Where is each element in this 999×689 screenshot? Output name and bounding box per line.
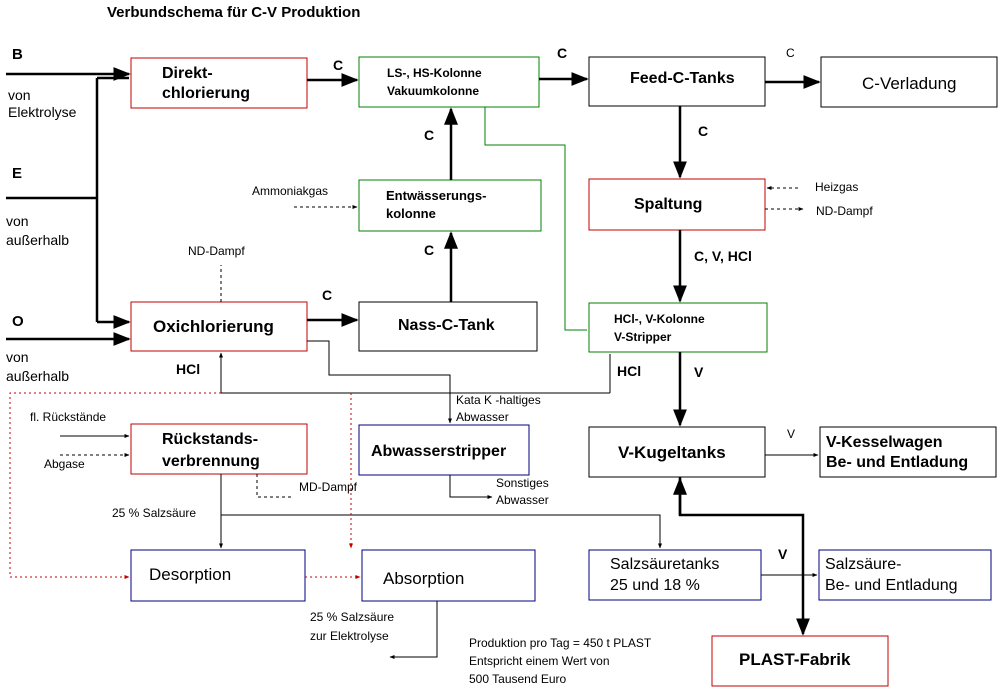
- label-v-2: V: [787, 427, 795, 441]
- box-v-kugeltanks: V-Kugeltanks: [588, 426, 766, 478]
- label-abgase: Abgase: [44, 457, 85, 471]
- box-hcl-v-kolonne-line1: HCl-, V-Kolonne: [614, 312, 705, 326]
- box-salzsaeure-entladung-line1: Salzsäure-: [825, 556, 901, 573]
- flow-sonstiges-abwasser: [449, 475, 493, 499]
- label-md-dampf: MD-Dampf: [299, 480, 358, 494]
- box-salzsaeure-entladung: Salzsäure- Be- und Entladung: [818, 549, 992, 601]
- box-salzsaeuretanks-line1: Salzsäuretanks: [610, 556, 719, 573]
- box-hcl-v-kolonne-line2: V-Stripper: [614, 330, 672, 344]
- flow-hcl-return-to-oxi: [219, 352, 610, 394]
- box-salzsaeuretanks: Salzsäuretanks 25 und 18 %: [588, 549, 762, 601]
- label-c-4: C: [698, 123, 708, 139]
- box-hcl-v-kolonne: HCl-, V-Kolonne V-Stripper: [588, 302, 768, 353]
- label-sonstiges-line2: Abwasser: [496, 493, 549, 507]
- box-rueckstandsverbrennung-line1: Rückstands-: [162, 431, 258, 448]
- box-c-verladung-label: C-Verladung: [862, 74, 957, 93]
- input-b-line1: von: [8, 87, 31, 103]
- label-c-1: C: [333, 57, 343, 73]
- box-nass-c-tank-label: Nass-C-Tank: [398, 317, 495, 334]
- box-oxichlorierung-label: Oxichlorierung: [153, 317, 274, 336]
- label-nd-dampf-top: ND-Dampf: [188, 244, 245, 258]
- input-e-line1: von: [6, 213, 29, 229]
- production-note-line2: Entspricht einem Wert von: [469, 654, 610, 668]
- box-v-kesselwagen-line1: V-Kesselwagen: [826, 434, 943, 451]
- box-c-verladung: C-Verladung: [820, 56, 998, 108]
- label-nd-dampf-right: ND-Dampf: [816, 204, 873, 218]
- box-absorption: Absorption: [361, 549, 536, 602]
- box-ls-hs-kolonne-line2: Vakuumkolonne: [387, 84, 479, 98]
- box-entwaesserungskolonne-line2: kolonne: [386, 206, 436, 221]
- box-ls-hs-kolonne-line1: LS-, HS-Kolonne: [387, 66, 482, 80]
- flow-green-ls-to-hcl: [484, 107, 587, 331]
- box-rueckstandsverbrennung: Rückstands- verbrennung: [130, 423, 308, 475]
- input-o-letter: O: [12, 313, 24, 330]
- box-v-kesselwagen-line2: Be- und Entladung: [826, 454, 968, 471]
- label-sonstiges-line1: Sonstiges: [496, 476, 549, 490]
- label-c-7: C: [322, 287, 332, 303]
- input-flows: [6, 67, 131, 346]
- box-abwasserstripper: Abwasserstripper: [358, 424, 530, 476]
- label-fl-rueckstaende: fl. Rückstände: [30, 410, 106, 424]
- label-heizgas: Heizgas: [815, 180, 858, 194]
- input-e-letter: E: [12, 165, 22, 182]
- box-entwaesserungskolonne: Entwässerungs- kolonne: [358, 179, 542, 232]
- label-hcl-left: HCl: [176, 361, 200, 377]
- input-b-line2: Elektrolyse: [8, 104, 77, 120]
- label-ammoniakgas: Ammoniakgas: [252, 184, 328, 198]
- label-c-2: C: [557, 45, 567, 61]
- label-salzsaeure-elektrolyse-line1: 25 % Salzsäure: [310, 610, 394, 624]
- box-nass-c-tank: Nass-C-Tank: [358, 301, 538, 352]
- box-plast-fabrik: PLAST-Fabrik: [711, 635, 889, 687]
- label-c-6: C: [424, 242, 434, 258]
- flow-salzsaeure-to-tanks: [221, 514, 662, 549]
- diagram-title: Verbundschema für C-V Produktion: [107, 4, 360, 21]
- label-hcl-right: HCl: [617, 363, 641, 379]
- box-absorption-label: Absorption: [383, 569, 464, 588]
- flow-md-dampf: [256, 474, 292, 498]
- box-desorption-label: Desorption: [149, 565, 231, 584]
- input-e-line2: außerhalb: [6, 232, 69, 248]
- label-kata-line1: Kata K -haltiges: [456, 393, 541, 407]
- box-feed-c-tanks-label: Feed-C-Tanks: [630, 70, 735, 87]
- box-abwasserstripper-label: Abwasserstripper: [371, 443, 506, 460]
- box-entwaesserungskolonne-line1: Entwässerungs-: [386, 188, 486, 203]
- box-desorption: Desorption: [130, 549, 306, 602]
- input-o-line1: von: [6, 349, 29, 365]
- box-v-kugeltanks-label: V-Kugeltanks: [618, 443, 726, 462]
- box-plast-fabrik-label: PLAST-Fabrik: [739, 650, 851, 669]
- label-v-1: V: [694, 364, 704, 380]
- box-feed-c-tanks: Feed-C-Tanks: [588, 56, 766, 107]
- label-v-3: V: [778, 546, 788, 562]
- label-c-v-hcl: C, V, HCl: [694, 248, 752, 264]
- production-note-line3: 500 Tausend Euro: [469, 672, 567, 686]
- box-direktchlorierung-line1: Direkt-: [162, 65, 213, 82]
- box-spaltung: Spaltung: [588, 178, 766, 231]
- box-direktchlorierung: Direkt- chlorierung: [130, 57, 308, 109]
- production-note: Produktion pro Tag = 450 t PLAST Entspri…: [469, 636, 652, 686]
- input-b-letter: B: [12, 46, 23, 63]
- label-salzsaeure-25: 25 % Salzsäure: [112, 506, 196, 520]
- box-spaltung-label: Spaltung: [634, 196, 702, 213]
- flow-hcl-to-desorption: [9, 392, 221, 579]
- label-c-3: C: [786, 46, 795, 60]
- box-ls-hs-kolonne: LS-, HS-Kolonne Vakuumkolonne: [358, 56, 540, 108]
- box-oxichlorierung: Oxichlorierung: [130, 301, 308, 352]
- box-rueckstandsverbrennung-line2: verbrennung: [162, 453, 260, 470]
- box-direktchlorierung-line2: chlorierung: [162, 85, 250, 102]
- flow-oxi-to-abwasser: [307, 340, 452, 424]
- box-salzsaeure-entladung-line2: Be- und Entladung: [825, 577, 958, 594]
- flow-salzsaeure-elektrolyse: [389, 601, 438, 659]
- label-kata-line2: Abwasser: [456, 410, 509, 424]
- box-v-kesselwagen: V-Kesselwagen Be- und Entladung: [819, 426, 997, 478]
- label-salzsaeure-elektrolyse-line2: zur Elektrolyse: [310, 629, 389, 643]
- label-c-5: C: [424, 127, 434, 143]
- box-salzsaeuretanks-line2: 25 und 18 %: [610, 577, 700, 594]
- input-o-line2: außerhalb: [6, 368, 69, 384]
- production-note-line1: Produktion pro Tag = 450 t PLAST: [469, 636, 652, 650]
